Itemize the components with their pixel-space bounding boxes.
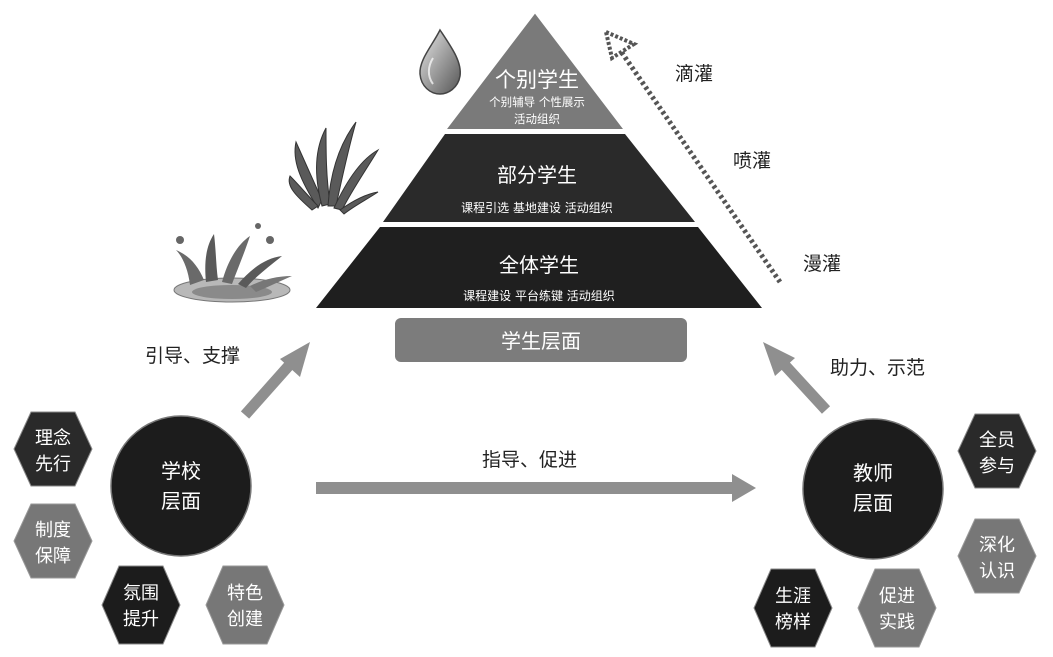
pyramid-middle-sub: 课程引选 基地建设 活动组织: [461, 200, 613, 215]
teacher-hex-1-line2: 参与: [979, 456, 1015, 477]
school-level-line2: 层面: [161, 489, 201, 513]
student-level-label: 学生层面: [501, 329, 581, 353]
pyramid-top-title: 个别学生: [495, 68, 579, 92]
teacher-level-circle: [802, 418, 944, 560]
school-hex-3-line2: 提升: [123, 609, 159, 630]
pyramid: 个别学生 个别辅导 个性展示 活动组织 部分学生 课程引选 基地建设 活动组织 …: [316, 10, 762, 308]
teacher-level-line2: 层面: [853, 491, 893, 515]
water-splash-icon: [173, 223, 292, 303]
school-hex-1: 理念 先行: [13, 411, 93, 487]
teacher-to-student-arrow: [763, 342, 831, 414]
teacher-hex-4: 生涯 榜样: [753, 568, 833, 648]
school-hex-2-line1: 制度: [35, 520, 71, 541]
school-to-teacher-label: 指导、促进: [482, 449, 577, 471]
school-hex-3-line1: 氛围: [123, 583, 159, 604]
school-hex-1-line2: 先行: [35, 454, 71, 475]
water-drop-icon: [419, 28, 461, 95]
pyramid-top-line1: 个别辅导 个性展示: [489, 95, 585, 109]
teacher-level: 教师 层面: [802, 418, 944, 560]
school-level-line1: 学校: [161, 459, 201, 483]
teacher-hex-1-line1: 全员: [979, 430, 1015, 451]
teacher-hex-1: 全员 参与: [957, 413, 1037, 489]
school-hex-3: 氛围 提升: [101, 565, 181, 645]
pyramid-top-line2: 活动组织: [514, 112, 560, 126]
student-level-bar: 学生层面: [395, 318, 687, 362]
water-spray-icon: [288, 121, 380, 215]
pyramid-bottom-tier: [316, 227, 762, 308]
pyramid-top-tier: [442, 10, 628, 131]
school-level: 学校 层面: [110, 415, 252, 557]
pyramid-middle-title: 部分学生: [497, 163, 577, 187]
irrigation-drip-label: 滴灌: [675, 63, 713, 85]
irrigation-flood-label: 漫灌: [803, 253, 841, 275]
teacher-hex-4-line1: 生涯: [775, 586, 811, 607]
teacher-hex-3-line1: 促进: [879, 586, 915, 607]
school-hex-4-line1: 特色: [227, 583, 263, 604]
irrigation-spray-label: 喷灌: [733, 150, 771, 172]
teacher-hex-2-line2: 认识: [979, 561, 1015, 582]
teacher-hex-2: 深化 认识: [957, 518, 1037, 594]
pyramid-middle-tier: [383, 134, 695, 222]
school-hex-2-line2: 保障: [35, 546, 71, 567]
school-hex-1-line1: 理念: [35, 427, 71, 449]
teacher-hex-2-line1: 深化: [979, 535, 1015, 556]
school-hex-4-line2: 创建: [227, 609, 263, 630]
teacher-hex-3-line2: 实践: [879, 612, 915, 633]
teacher-level-line1: 教师: [853, 461, 893, 485]
irrigation-arrow: [603, 28, 783, 284]
teacher-hex-4-line2: 榜样: [775, 612, 811, 633]
pyramid-bottom-sub: 课程建设 平台练键 活动组织: [463, 288, 615, 303]
school-level-circle: [110, 415, 252, 557]
school-to-student-arrow: [240, 342, 310, 419]
teacher-hex-3: 促进 实践: [857, 568, 937, 648]
pyramid-bottom-title: 全体学生: [499, 253, 579, 277]
school-to-student-label: 引导、支撑: [145, 345, 240, 367]
school-hex-4: 特色 创建: [205, 565, 285, 645]
school-hex-2: 制度 保障: [13, 503, 93, 579]
school-to-teacher-arrow: [316, 474, 756, 502]
teacher-to-student-label: 助力、示范: [830, 357, 925, 379]
